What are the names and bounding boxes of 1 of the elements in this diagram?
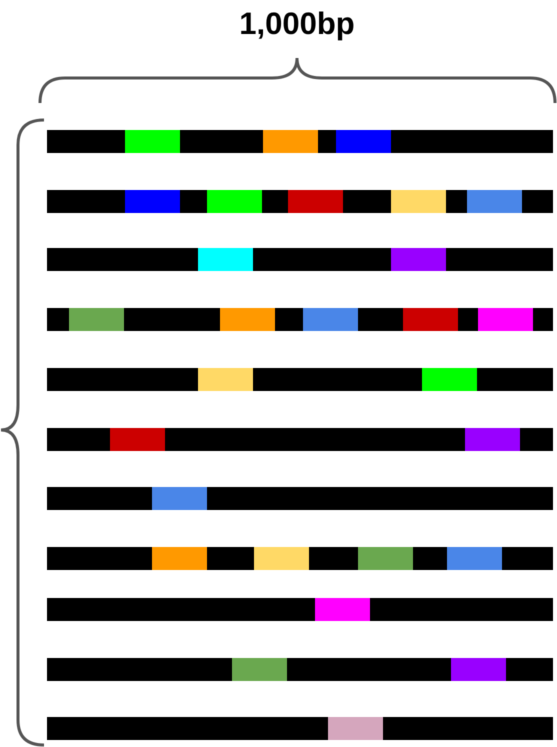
length-label: 1,000bp — [239, 6, 355, 42]
